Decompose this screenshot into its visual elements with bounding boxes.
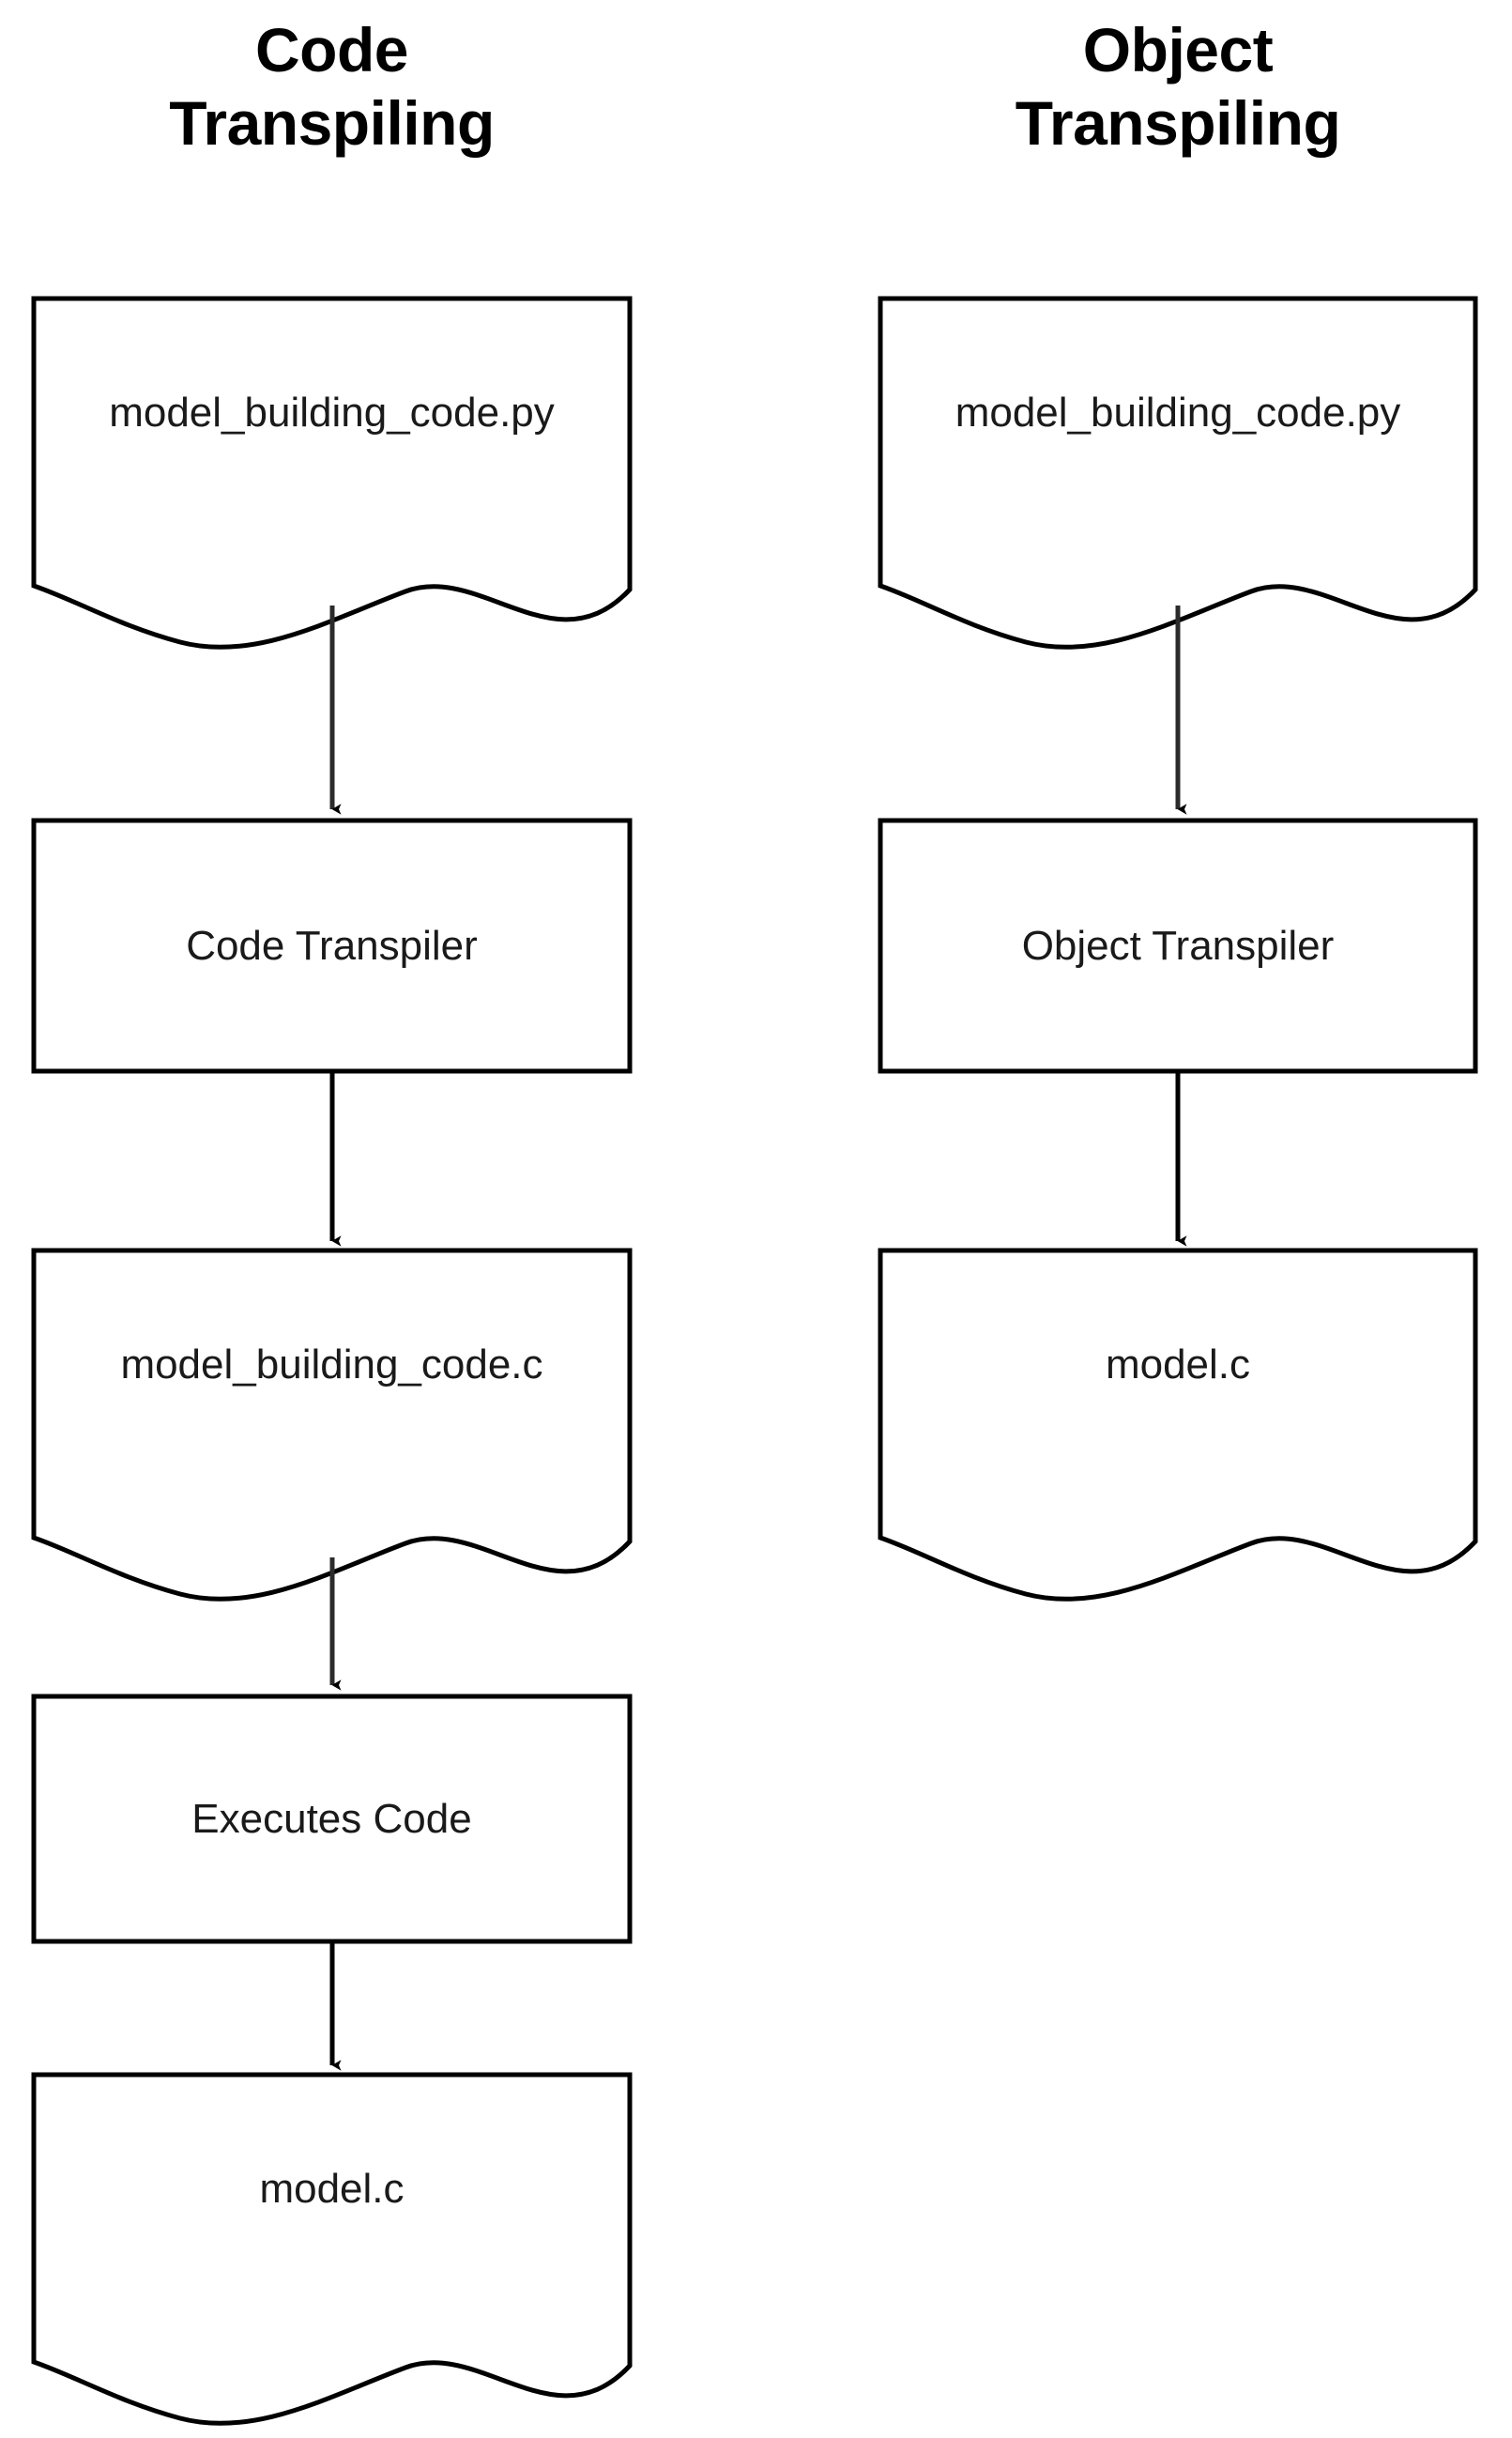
column-title-line-2: Transpiling <box>169 88 495 158</box>
node-src-py[interactable]: model_building_code.py <box>34 385 630 441</box>
column-title-code-transpiling: Code Transpiling <box>34 13 630 160</box>
node-shape-document-src-py <box>31 296 633 650</box>
column-title-object-transpiling: Object Transpiling <box>880 13 1475 160</box>
column-title-line-1: Object <box>1082 15 1274 84</box>
node-shape-document-out-c <box>31 1248 633 1602</box>
node-shape-document-src-py-2 <box>878 296 1478 650</box>
node-model-c-2[interactable]: model.c <box>880 1337 1475 1393</box>
node-out-c[interactable]: model_building_code.c <box>34 1337 630 1393</box>
node-object-transpiler[interactable]: Object Transpiler <box>880 918 1475 974</box>
node-label: Object Transpiler <box>1021 923 1335 969</box>
node-label: model_building_code.py <box>955 390 1401 436</box>
node-label: model.c <box>1105 1342 1251 1388</box>
node-shape-document-model-c <box>31 2072 633 2426</box>
node-label: Executes Code <box>191 1796 472 1842</box>
column-title-line-2: Transpiling <box>1015 88 1341 158</box>
node-src-py-2[interactable]: model_building_code.py <box>880 385 1475 441</box>
node-model-c[interactable]: model.c <box>34 2161 630 2217</box>
node-label: Code Transpiler <box>186 923 478 969</box>
node-shape-process-executes-code <box>31 1694 633 1944</box>
node-label: model.c <box>259 2166 405 2212</box>
node-label: model_building_code.c <box>120 1342 543 1388</box>
node-code-transpiler[interactable]: Code Transpiler <box>34 918 630 974</box>
node-executes-code[interactable]: Executes Code <box>34 1791 630 1848</box>
node-shape-document-model-c-2 <box>878 1248 1478 1602</box>
column-title-line-1: Code <box>255 15 409 84</box>
node-label: model_building_code.py <box>109 390 555 436</box>
node-shape-process-object-transpiler <box>878 818 1478 1074</box>
